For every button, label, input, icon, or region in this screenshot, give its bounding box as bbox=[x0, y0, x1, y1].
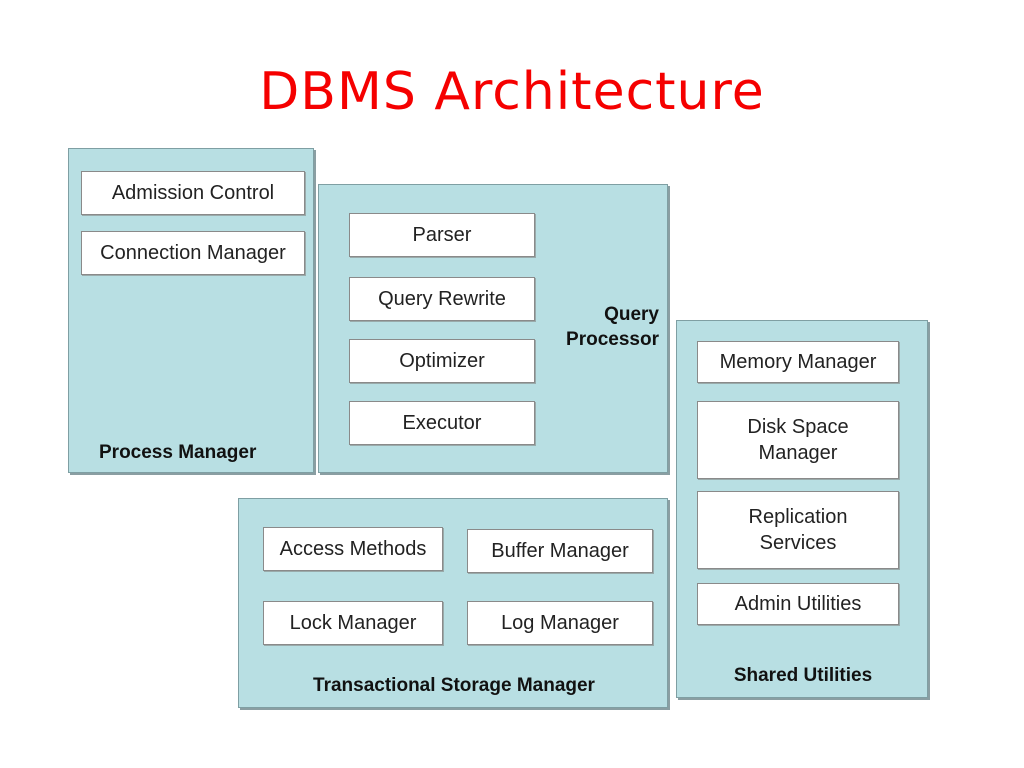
shared-utilities-label: Shared Utilities bbox=[733, 665, 873, 686]
memory-manager-box: Memory Manager bbox=[697, 341, 899, 383]
transactional-storage-manager-label: Transactional Storage Manager bbox=[313, 675, 595, 696]
process-manager-label: Process Manager bbox=[99, 442, 257, 463]
buffer-manager-box: Buffer Manager bbox=[467, 529, 653, 573]
query-processor-panel: Parser Query Rewrite Optimizer Executor … bbox=[318, 184, 668, 473]
log-manager-box: Log Manager bbox=[467, 601, 653, 645]
lock-manager-box: Lock Manager bbox=[263, 601, 443, 645]
optimizer-box: Optimizer bbox=[349, 339, 535, 383]
disk-space-manager-box: Disk Space Manager bbox=[697, 401, 899, 479]
page-title: DBMS Architecture bbox=[259, 62, 765, 122]
parser-box: Parser bbox=[349, 213, 535, 257]
connection-manager-box: Connection Manager bbox=[81, 231, 305, 275]
executor-box: Executor bbox=[349, 401, 535, 445]
access-methods-box: Access Methods bbox=[263, 527, 443, 571]
shared-utilities-panel: Memory Manager Disk Space Manager Replic… bbox=[676, 320, 928, 698]
query-rewrite-box: Query Rewrite bbox=[349, 277, 535, 321]
replication-services-box: Replication Services bbox=[697, 491, 899, 569]
admin-utilities-box: Admin Utilities bbox=[697, 583, 899, 625]
query-processor-label: Query Processor bbox=[566, 304, 659, 350]
admission-control-box: Admission Control bbox=[81, 171, 305, 215]
process-manager-panel: Admission Control Connection Manager Pro… bbox=[68, 148, 314, 473]
transactional-storage-manager-panel: Access Methods Buffer Manager Lock Manag… bbox=[238, 498, 668, 708]
